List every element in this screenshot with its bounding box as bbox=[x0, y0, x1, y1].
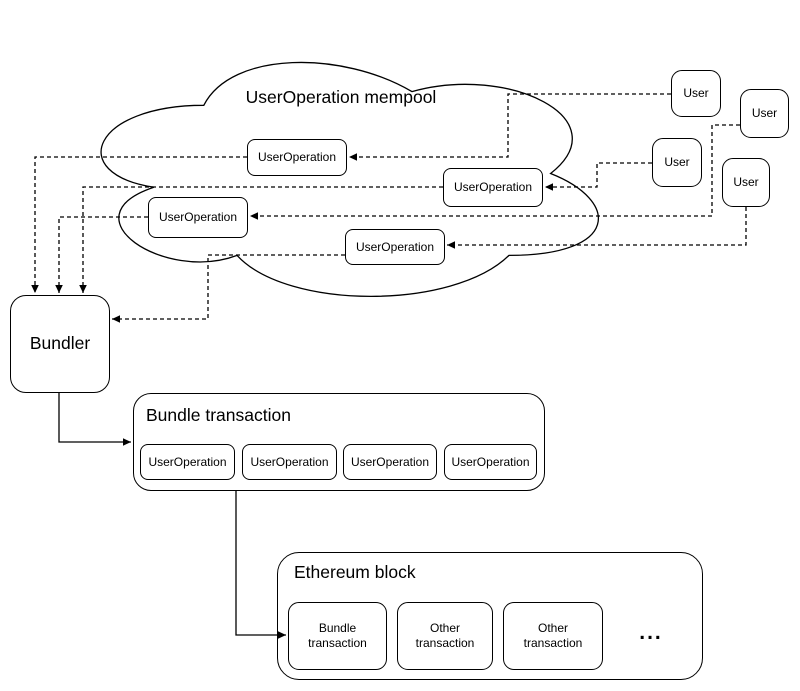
edge-userop4-to-bundler bbox=[112, 254, 345, 323]
block-ellipsis-label: ... bbox=[639, 621, 663, 644]
mempool-userop-label-4: UserOperation bbox=[355, 239, 435, 254]
edge-userop2-to-bundler bbox=[79, 186, 443, 293]
block-other-transaction-node-2: Other transaction bbox=[503, 602, 603, 670]
edge-bundle-transaction-to-ethereum-block bbox=[235, 491, 286, 639]
block-bundle-transaction-node: Bundle transaction bbox=[288, 602, 387, 670]
user-node-3: User bbox=[652, 138, 702, 187]
mempool-userop-node-3: UserOperation bbox=[148, 197, 248, 238]
bundle-transaction-title: Bundle transaction bbox=[146, 405, 291, 425]
mempool-title: UserOperation mempool bbox=[245, 87, 437, 107]
bundle-userop-label-1: UserOperation bbox=[148, 454, 227, 469]
bundle-userop-node-2: UserOperation bbox=[242, 444, 337, 480]
edge-user3-to-userop2 bbox=[545, 162, 652, 191]
user-node-4: User bbox=[722, 158, 770, 207]
user-node-1: User bbox=[671, 70, 721, 117]
mempool-userop-label-1: UserOperation bbox=[257, 150, 337, 164]
edge-user2-to-userop3 bbox=[250, 124, 740, 220]
user-label-2: User bbox=[751, 106, 778, 120]
user-label-4: User bbox=[733, 175, 759, 189]
mempool-userop-label-2: UserOperation bbox=[453, 180, 533, 194]
block-other-transaction-label-1: Other transaction bbox=[415, 621, 475, 650]
mempool-userop-node-1: UserOperation bbox=[247, 139, 347, 176]
ethereum-block-title: Ethereum block bbox=[294, 562, 416, 582]
bundler-node: Bundler bbox=[10, 295, 110, 393]
user-node-2: User bbox=[740, 89, 789, 138]
mempool-userop-node-2: UserOperation bbox=[443, 168, 543, 207]
mempool-userop-node-4: UserOperation bbox=[345, 229, 445, 265]
edge-bundler-to-bundle-transaction bbox=[58, 393, 131, 446]
user-label-3: User bbox=[664, 155, 690, 169]
bundler-label: Bundler bbox=[29, 333, 91, 354]
bundle-userop-node-3: UserOperation bbox=[343, 444, 437, 480]
bundle-userop-label-2: UserOperation bbox=[250, 454, 329, 469]
edge-userop3-to-bundler bbox=[55, 216, 148, 293]
mempool-userop-label-3: UserOperation bbox=[158, 210, 238, 224]
user-label-1: User bbox=[683, 86, 709, 100]
bundle-userop-label-4: UserOperation bbox=[451, 454, 530, 469]
block-other-transaction-label-2: Other transaction bbox=[523, 621, 583, 650]
edge-userop1-to-bundler bbox=[31, 156, 247, 293]
edge-user4-to-userop4 bbox=[447, 207, 747, 249]
block-other-transaction-node-1: Other transaction bbox=[397, 602, 493, 670]
block-bundle-transaction-label: Bundle transaction bbox=[308, 621, 367, 650]
bundle-userop-node-4: UserOperation bbox=[444, 444, 537, 480]
bundle-userop-label-3: UserOperation bbox=[350, 454, 430, 469]
bundle-userop-node-1: UserOperation bbox=[140, 444, 235, 480]
